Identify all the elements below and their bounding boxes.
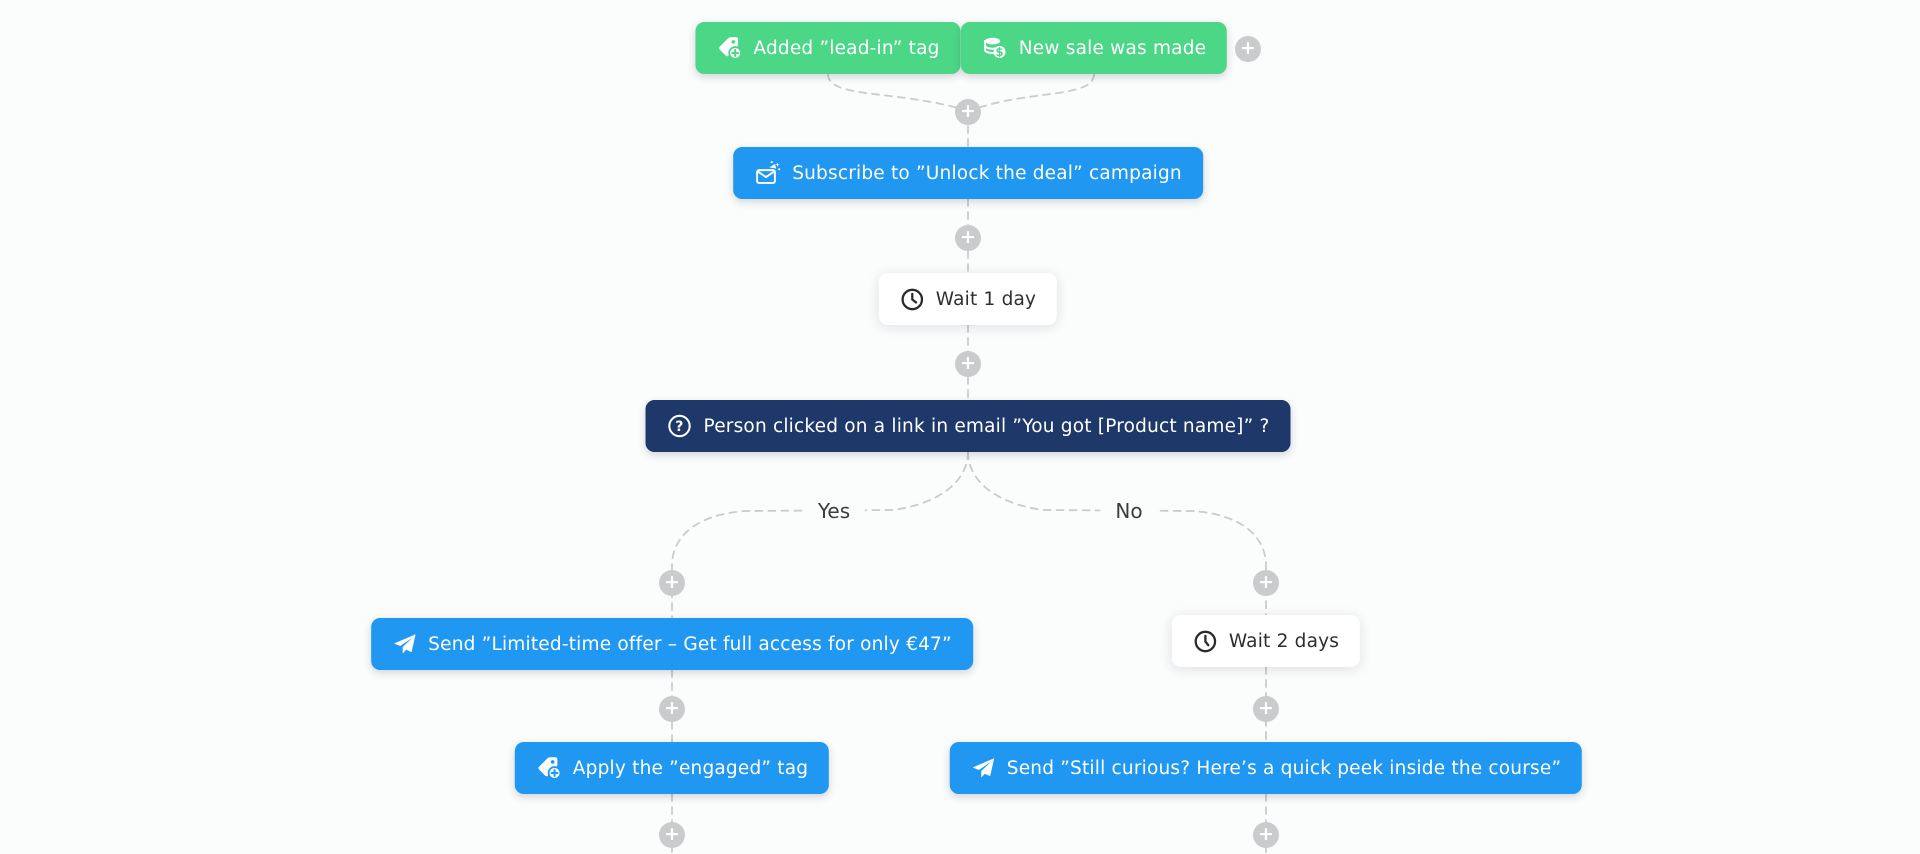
send-icon xyxy=(392,632,417,657)
add-step-button[interactable]: + xyxy=(659,822,685,848)
node-label: Added ”lead-in” tag xyxy=(753,37,940,59)
trigger-added-tag-node[interactable]: Added ”lead-in” tag xyxy=(695,22,961,74)
add-step-button[interactable]: + xyxy=(955,225,981,251)
connector-trigger1-merge xyxy=(827,73,959,109)
node-label: New sale was made xyxy=(1018,37,1207,59)
node-label: Send ”Limited-time offer – Get full acce… xyxy=(428,633,952,655)
add-step-button[interactable]: + xyxy=(1253,696,1279,722)
add-step-button[interactable]: + xyxy=(1253,570,1279,596)
connector-trigger2-merge xyxy=(977,73,1095,109)
connector-branch-yes xyxy=(671,451,969,619)
send-peek-email-node[interactable]: Send ”Still curious? Here’s a quick peek… xyxy=(949,742,1583,794)
node-label: Subscribe to ”Unlock the deal” campaign xyxy=(792,162,1182,184)
coins-icon: $ xyxy=(982,35,1008,61)
connector-branch-no xyxy=(967,451,1267,616)
add-trigger-button[interactable]: + xyxy=(1235,36,1261,62)
branch-yes-label: Yes xyxy=(802,497,866,525)
node-label: Wait 2 days xyxy=(1228,630,1340,652)
tag-add-icon xyxy=(716,35,743,61)
trigger-new-sale-node[interactable]: $ New sale was made xyxy=(960,22,1228,74)
add-step-button[interactable]: + xyxy=(955,99,981,125)
wait-2-days-node[interactable]: Wait 2 days xyxy=(1171,615,1361,667)
email-campaign-icon xyxy=(754,160,781,187)
tag-add-icon xyxy=(536,755,562,781)
add-step-button[interactable]: + xyxy=(1253,822,1279,848)
node-label: Apply the ”engaged” tag xyxy=(572,757,809,779)
wait-1-day-node[interactable]: Wait 1 day xyxy=(878,273,1058,325)
clock-icon xyxy=(900,287,925,312)
send-icon xyxy=(971,756,996,781)
add-step-button[interactable]: + xyxy=(955,351,981,377)
subscribe-campaign-node[interactable]: Subscribe to ”Unlock the deal” campaign xyxy=(733,147,1203,199)
branch-no-label: No xyxy=(1100,497,1158,525)
condition-link-clicked-node[interactable]: ? Person clicked on a link in email ”You… xyxy=(645,400,1291,452)
add-step-button[interactable]: + xyxy=(659,696,685,722)
svg-text:$: $ xyxy=(995,45,1003,59)
add-step-button[interactable]: + xyxy=(659,570,685,596)
node-label: Send ”Still curious? Here’s a quick peek… xyxy=(1006,757,1562,779)
question-icon: ? xyxy=(667,413,693,439)
clock-icon xyxy=(1193,629,1218,654)
send-offer-email-node[interactable]: Send ”Limited-time offer – Get full acce… xyxy=(371,618,973,670)
apply-engaged-tag-node[interactable]: Apply the ”engaged” tag xyxy=(514,742,830,794)
node-label: Person clicked on a link in email ”You g… xyxy=(703,415,1270,437)
svg-text:?: ? xyxy=(675,419,683,435)
node-label: Wait 1 day xyxy=(935,288,1037,310)
